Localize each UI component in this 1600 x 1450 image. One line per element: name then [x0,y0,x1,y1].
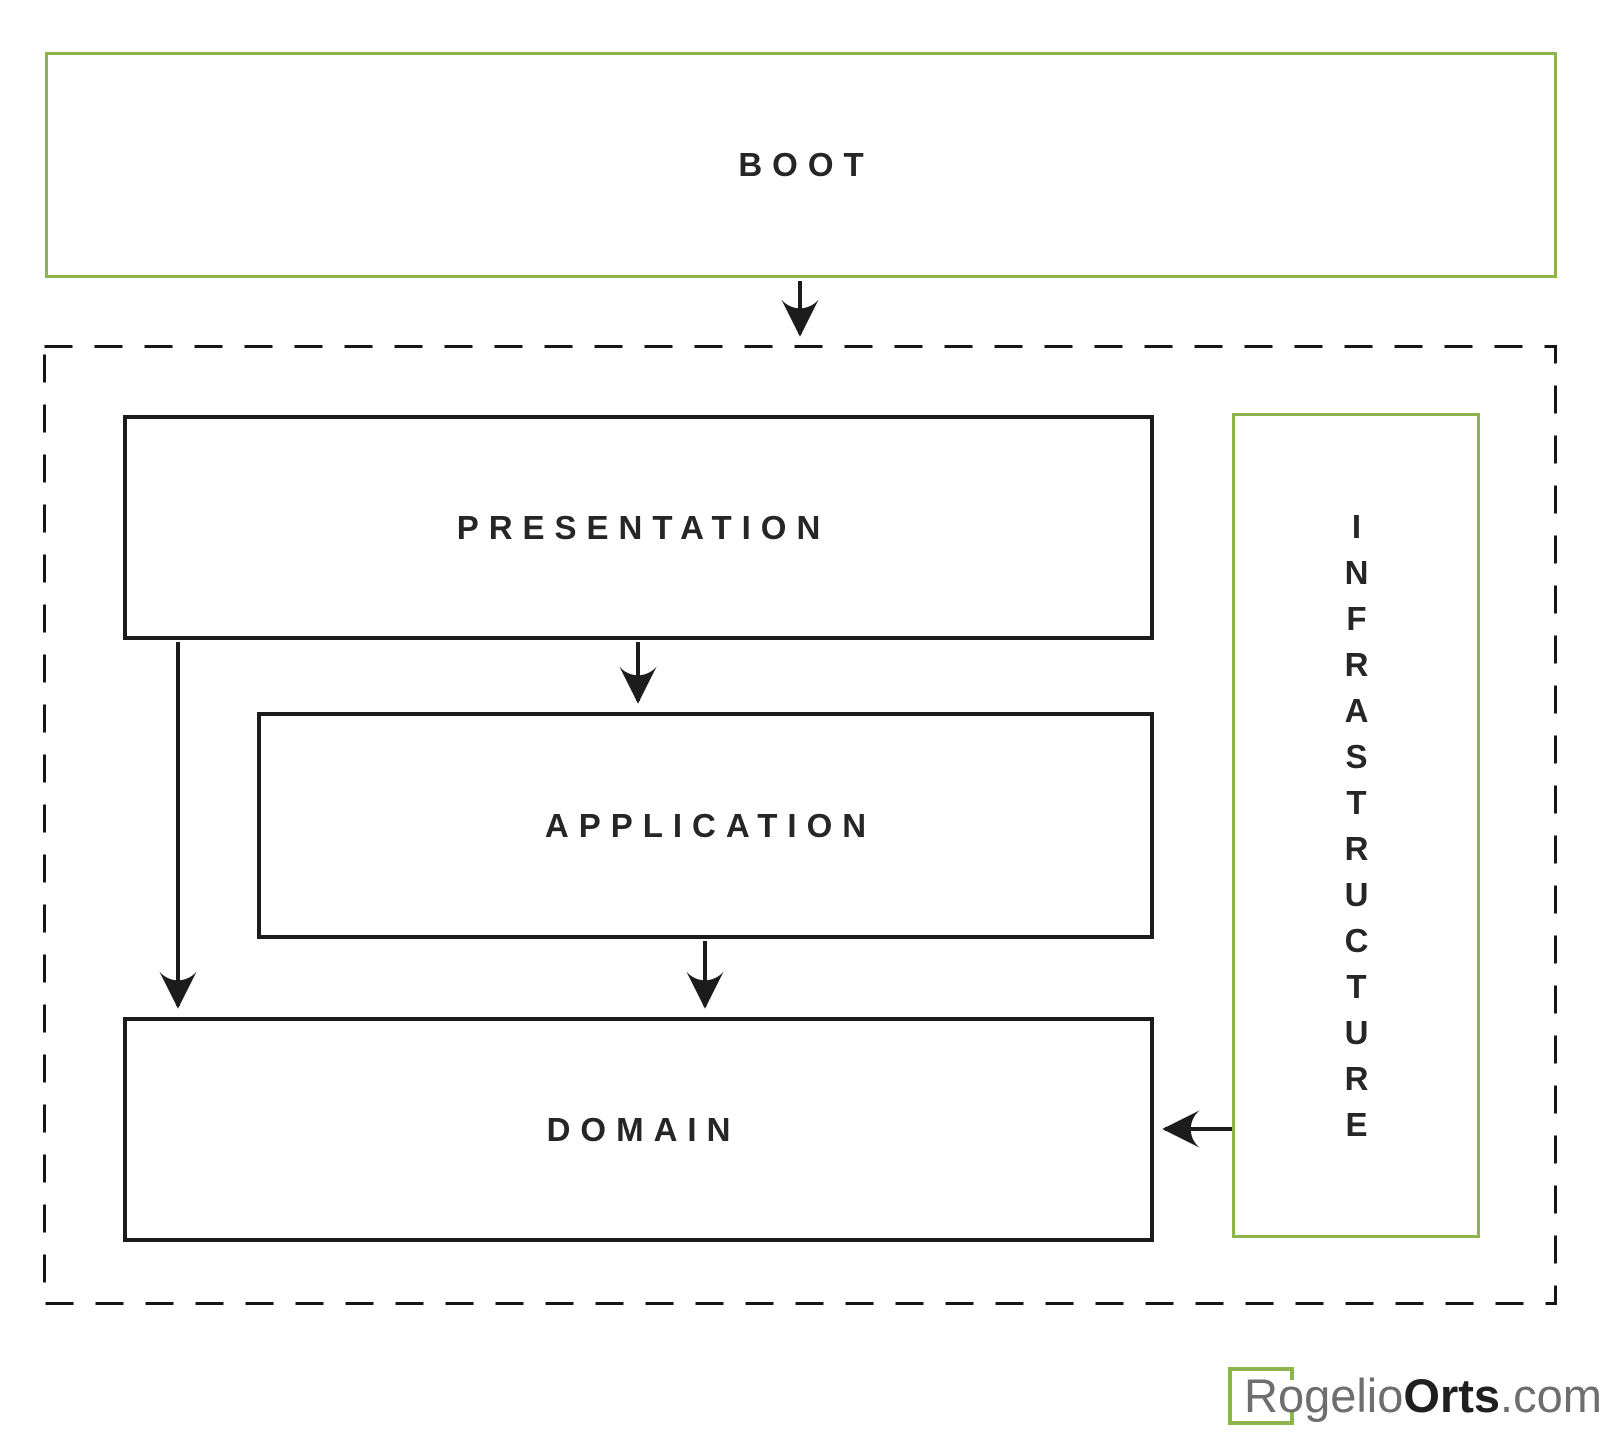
boot-box: BOOT [45,52,1557,278]
application-box: APPLICATION [257,712,1154,939]
infrastructure-label: INFRASTRUCTURE [1338,508,1375,1152]
domain-box: DOMAIN [123,1017,1154,1242]
presentation-label: PRESENTATION [456,508,831,546]
domain-label: DOMAIN [546,1110,741,1148]
brand-text-regular: Rogelio [1244,1369,1404,1422]
boot-label: BOOT [738,146,874,183]
application-label: APPLICATION [544,806,877,844]
brand-text-domain: .com [1500,1369,1600,1422]
brand-logo: RogelioOrts.com [1208,1345,1600,1445]
brand-text: RogelioOrts.com [1244,1361,1600,1431]
presentation-box: PRESENTATION [123,415,1154,640]
brand-text-bold: Orts [1403,1369,1501,1422]
brand-bracket-icon [1228,1367,1294,1425]
infrastructure-box: INFRASTRUCTURE [1232,413,1480,1238]
